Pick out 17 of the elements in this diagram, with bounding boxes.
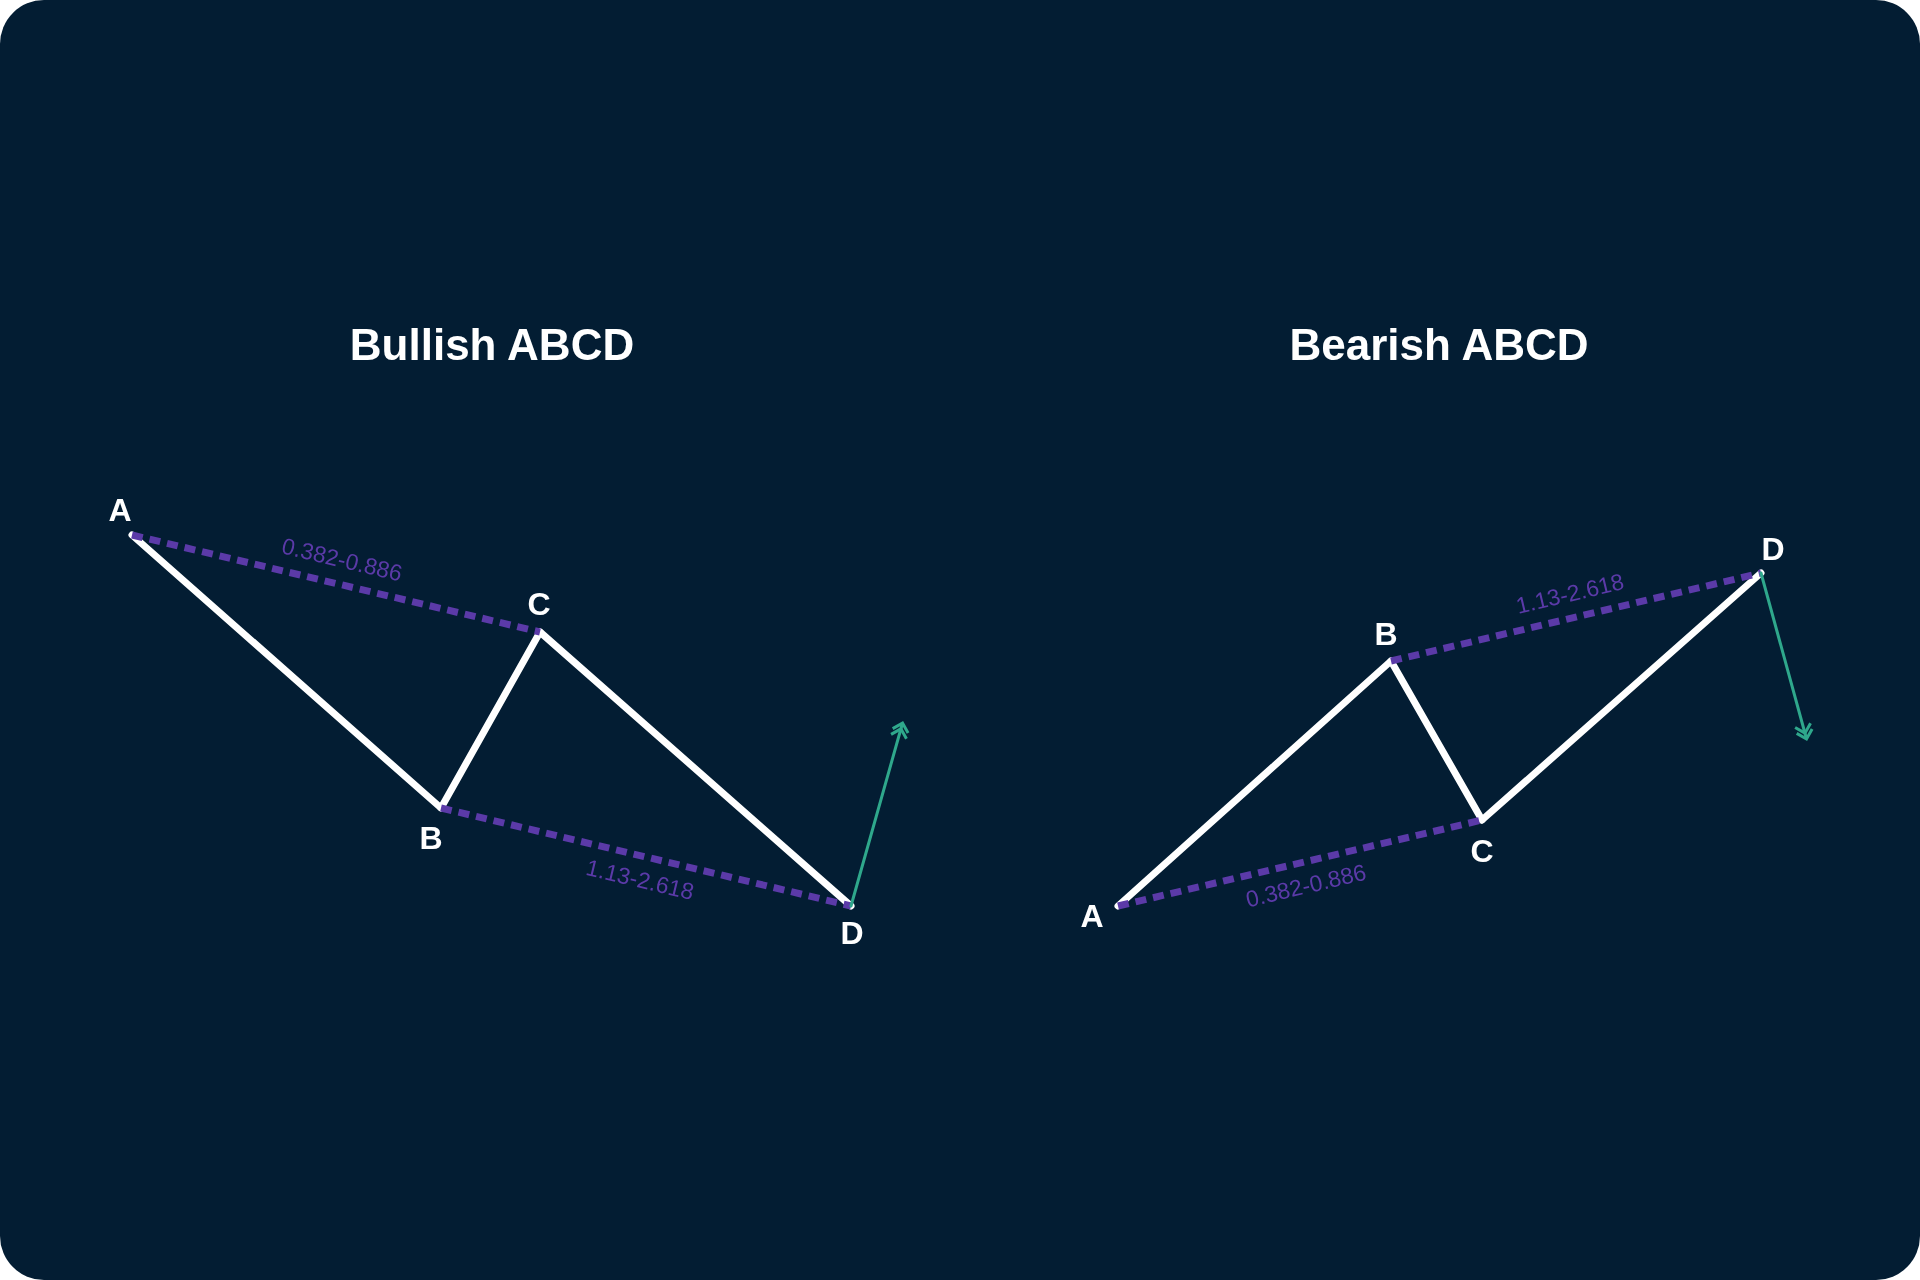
dashed-ratio-line — [1117, 816, 1483, 910]
point-label: A — [108, 494, 132, 526]
pattern-title: Bearish ABCD — [1289, 323, 1589, 367]
price-swing-line — [536, 628, 855, 910]
point-label: D — [1761, 533, 1785, 565]
pattern-title: Bullish ABCD — [349, 323, 635, 367]
dashed-ratio-line — [131, 531, 541, 636]
dashed-ratio-line — [440, 804, 852, 910]
dashed-ratio-line — [1390, 569, 1762, 665]
point-label: C — [1470, 835, 1494, 867]
price-swing-line — [1478, 569, 1765, 824]
point-label: D — [840, 917, 864, 949]
point-label: C — [527, 588, 551, 620]
point-label: B — [419, 822, 443, 854]
point-label: B — [1374, 618, 1398, 650]
point-label: A — [1080, 900, 1104, 932]
edge-label: 1.13-2.618 — [584, 856, 697, 905]
